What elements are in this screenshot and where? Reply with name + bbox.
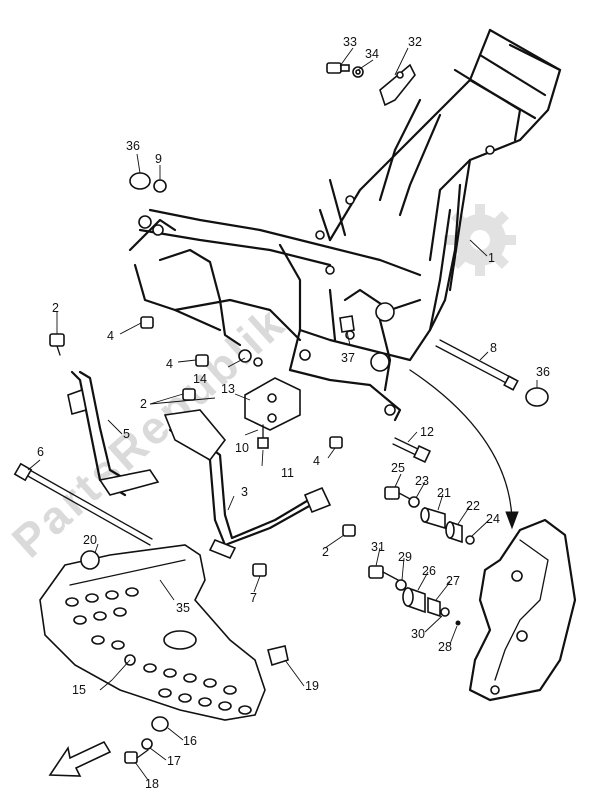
pin-28: [455, 620, 461, 626]
engine-mount-bracket: [244, 377, 301, 431]
bolt-12: [392, 437, 432, 464]
bolt-33: [326, 62, 350, 74]
main-frame: [128, 28, 562, 422]
callout-17: 17: [167, 754, 181, 768]
callout-30: 30: [411, 627, 425, 641]
callout-4a: 4: [107, 329, 114, 343]
callout-23: 23: [415, 474, 429, 488]
bolt-2-top: [49, 333, 65, 356]
washer-29: [395, 579, 407, 591]
callout-34: 34: [365, 47, 379, 61]
nut-4-lower: [329, 436, 343, 449]
bolt-31: [368, 565, 399, 581]
collar-21: [420, 506, 446, 530]
callout-6: 6: [37, 445, 44, 459]
bolt-18: [124, 749, 149, 764]
washer-24: [465, 535, 475, 545]
callout-14: 14: [193, 372, 207, 386]
callout-28: 28: [438, 640, 452, 654]
callout-4b: 4: [166, 357, 173, 371]
callout-36a: 36: [126, 139, 140, 153]
leader-lines: [27, 47, 538, 781]
bracket-32: [379, 63, 416, 107]
bolt-2-middle: [182, 388, 196, 401]
cap-36-right: [525, 387, 549, 407]
callout-25: 25: [391, 461, 405, 475]
callout-labels: 1 2 2 2 3 4 4 4 5 6 7 8 9 10 11 12 13 14…: [37, 35, 550, 791]
collar-22: [445, 520, 463, 544]
callout-36b: 36: [536, 365, 550, 379]
frame-detail-lower-right: [468, 518, 577, 702]
callout-13: 13: [221, 382, 235, 396]
skid-plate-15: [39, 544, 266, 721]
callout-20: 20: [83, 533, 97, 547]
nut-9: [153, 179, 167, 193]
callout-2b: 2: [140, 397, 147, 411]
bolt-11: [257, 424, 269, 449]
callout-32: 32: [408, 35, 422, 49]
washer-34: [352, 66, 364, 78]
callout-27: 27: [446, 574, 460, 588]
footrest-stay-5: [67, 370, 160, 497]
damper-19: [267, 645, 289, 667]
watermark-text: PartsRepublik: [2, 296, 296, 568]
callout-18: 18: [145, 777, 159, 791]
nut-4-middle: [195, 354, 209, 367]
callout-11: 11: [281, 466, 294, 480]
grommet-20: [80, 550, 100, 570]
watermark: PartsRepublik: [2, 296, 296, 568]
washer-30: [440, 607, 450, 617]
callout-16: 16: [183, 734, 197, 748]
nut-7: [252, 563, 267, 577]
callout-2c: 2: [322, 545, 329, 559]
washer-23: [408, 496, 420, 508]
footrest-stay-3: [163, 409, 332, 560]
nut-14: [238, 349, 263, 367]
callout-24: 24: [486, 512, 500, 526]
callout-19: 19: [305, 679, 319, 693]
callout-10: 10: [235, 441, 249, 455]
callout-7: 7: [250, 591, 257, 605]
callout-15: 15: [72, 683, 86, 697]
callout-2a: 2: [52, 301, 59, 315]
collar-26: [402, 586, 426, 614]
nut-4-upper: [140, 316, 154, 329]
callout-5: 5: [123, 427, 130, 441]
callout-1: 1: [488, 251, 495, 265]
callout-29: 29: [398, 550, 412, 564]
bolt-25: [384, 486, 413, 501]
washer-17: [141, 738, 153, 750]
detail-arrow: [409, 369, 519, 530]
gear-icon: [444, 204, 516, 276]
callout-21: 21: [437, 486, 451, 500]
callout-3: 3: [241, 485, 248, 499]
bolt-37: [339, 315, 355, 333]
long-bolt-8: [435, 339, 519, 391]
callout-35: 35: [176, 601, 190, 615]
bolt-2-lower: [342, 524, 356, 537]
front-direction-arrow: [48, 740, 112, 777]
callout-8: 8: [490, 341, 497, 355]
callout-22: 22: [466, 499, 480, 513]
collar-27: [427, 596, 441, 618]
callout-26: 26: [422, 564, 436, 578]
skid-plate-holes: [65, 587, 252, 715]
long-bolt-6: [13, 462, 153, 546]
callout-31: 31: [371, 540, 385, 554]
callout-12: 12: [420, 425, 434, 439]
cap-36-top: [129, 172, 151, 190]
callout-4c: 4: [313, 454, 320, 468]
callout-37: 37: [341, 351, 355, 365]
collar-16: [151, 716, 169, 732]
callout-33: 33: [343, 35, 357, 49]
callout-9: 9: [155, 152, 162, 166]
